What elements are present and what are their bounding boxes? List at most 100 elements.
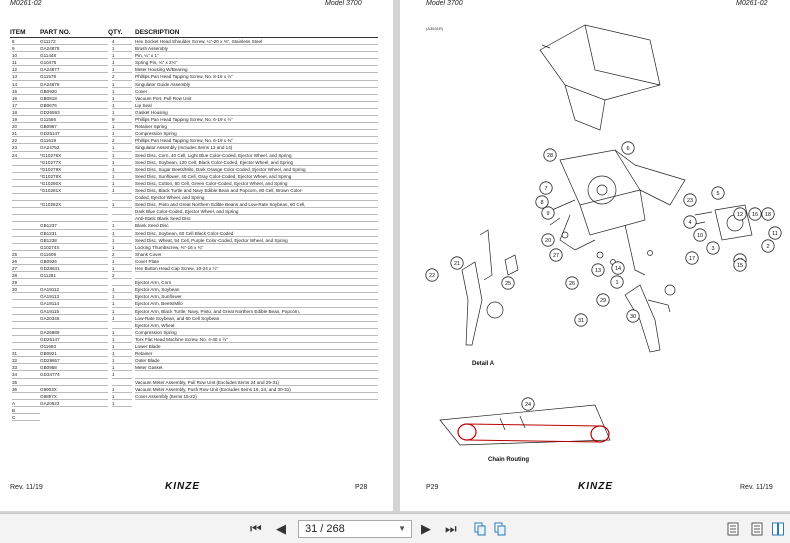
page-left: M0261-02 Model 3700 ITEM PART NO. QTY. D… [0,0,393,511]
item-number-cell [12,194,40,202]
callout-number: 28 [547,153,553,159]
item-number-cell [12,336,40,344]
part-number-cell: GA19113 [40,293,108,301]
item-number-cell [12,308,40,315]
quantity-cell: 1 [112,201,132,209]
part-number-cell: GB1238 [40,237,108,244]
description-cell: Lower Blade [135,343,378,351]
callout-number: 30 [630,314,636,320]
part-number-cell: GA24676 [40,81,108,88]
description-cell: Low-Rate Soybean, and 60 Cell Soybean [135,315,378,322]
page-selector[interactable]: 31 / 268 ▼ [298,520,412,538]
item-number-cell [12,244,40,251]
hopper-outline [539,24,661,101]
quantity-cell: 1 [112,81,132,88]
item-number-cell: 19 [12,116,40,124]
callout-number: 15 [737,263,743,269]
callout-number: 16 [752,212,758,218]
quantity-cell: 1 [112,237,132,244]
callout-number: 3 [711,246,714,252]
description-cell: Dark Blue Color-Coded, Ejector Wheel, an… [135,208,378,216]
description-cell: Cover [135,88,378,95]
callout-number: 9 [546,211,549,217]
next-page-button[interactable]: ▶ [421,521,431,536]
callout-number: 22 [429,273,435,279]
figure-code: (A3631R) [426,26,444,31]
detail-a-bracket [461,261,483,346]
callout-3: 3 [706,241,720,255]
item-number-cell [12,343,40,351]
chain-sprocket-right [590,425,610,443]
fit-width-icon[interactable] [494,522,506,536]
item-number-cell: 11 [12,59,40,67]
callout-16: 16 [748,207,762,221]
item-number-cell: 16 [12,95,40,102]
part-number-cell: *G10277X [40,159,108,166]
previous-page-button[interactable]: ◀ [276,521,286,536]
item-number-cell: 26 [12,258,40,265]
item-number-cell: 29 [12,279,40,287]
item-number-cell [12,215,40,223]
callout-number: 21 [454,261,460,267]
header-rule [10,37,378,38]
two-page-view-icon[interactable] [772,522,784,536]
part-number-cell: GA19115 [40,308,108,315]
description-cell: Brush Assembly [135,45,378,53]
part-number-cell [40,379,108,386]
item-number-cell: 14 [12,81,40,88]
col-header-qty: QTY. [108,29,123,36]
first-page-button[interactable]: ⏮ [250,521,262,536]
part-number-cell [40,208,108,216]
description-cell: Spring Pin, ⅛" x 2⅛" [135,59,378,67]
quantity-cell: 1 [112,244,132,251]
item-number-cell [12,201,40,209]
description-cell: Phillips Pan Head Tapping Screw, No. 6-1… [135,137,378,145]
item-number-cell: 36 [12,386,40,393]
description-cell: Pin, ¼" x 1" [135,52,378,60]
exploded-parts-diagram: 2867859234121618201031413111727261191522… [425,24,782,463]
chain-sprocket-left [457,423,477,441]
quantity-cell: 1 [112,343,132,351]
quantity-cell: 1 [112,265,132,273]
part-number-cell: GD29657 [40,357,108,365]
part-number-cell: GA24878 [40,45,108,53]
part-number-cell: G11556 [40,116,108,124]
description-cell: Vacuum Port, Pull Row Unit [135,95,378,102]
item-number-cell: 31 [12,350,40,358]
description-column: Hex Socket Head Shoulder Screw, ¼"-20 x … [135,38,378,400]
callout-number: 14 [615,266,621,272]
part-number-cell: GA26989 [40,329,108,336]
part-number-cell: *G10282X [40,201,108,209]
fit-page-icon[interactable] [474,522,486,536]
description-cell: Seed Disc, Black Turtle and Navy Edible … [135,187,378,195]
callout-number: 7 [544,186,547,192]
viewer-toolbar: ⏮ ◀ 31 / 268 ▼ ▶ ⏭ [0,513,790,543]
item-number-cell [12,315,40,322]
callout-6: 6 [621,141,635,155]
description-cell [135,371,378,379]
last-page-button[interactable]: ⏭ [445,521,457,536]
item-number-cell [12,237,40,244]
part-number-cell: GA19112 [40,286,108,294]
item-number-cell: 34 [12,371,40,379]
quantity-cell: 2 [112,272,132,280]
part-number-cell: G11578 [40,73,108,81]
quantity-cell: 1 [112,180,132,187]
quantity-cell: 1 [112,315,132,322]
quantity-cell: 1 [112,102,132,109]
item-number-cell [12,222,40,230]
item-number-cell: 8 [12,38,40,46]
page-indicator: 31 / 268 [305,523,345,535]
callout-2: 2 [761,239,775,253]
left-header-doc-id: M0261-02 [10,0,42,7]
description-cell: Ejector Arm, Black Turtle, Navy, Pinto, … [135,308,378,315]
quantity-cell: 1 [112,400,132,407]
description-cell: Vacuum Meter Assembly, Pull Row Unit (Ex… [135,379,378,386]
quantity-cell [112,194,132,202]
continuous-view-icon[interactable] [751,522,763,536]
item-number-cell: 24 [12,152,40,159]
single-page-view-icon[interactable] [727,522,739,536]
callout-number: 23 [687,198,693,204]
callout-number: 4 [688,220,691,226]
